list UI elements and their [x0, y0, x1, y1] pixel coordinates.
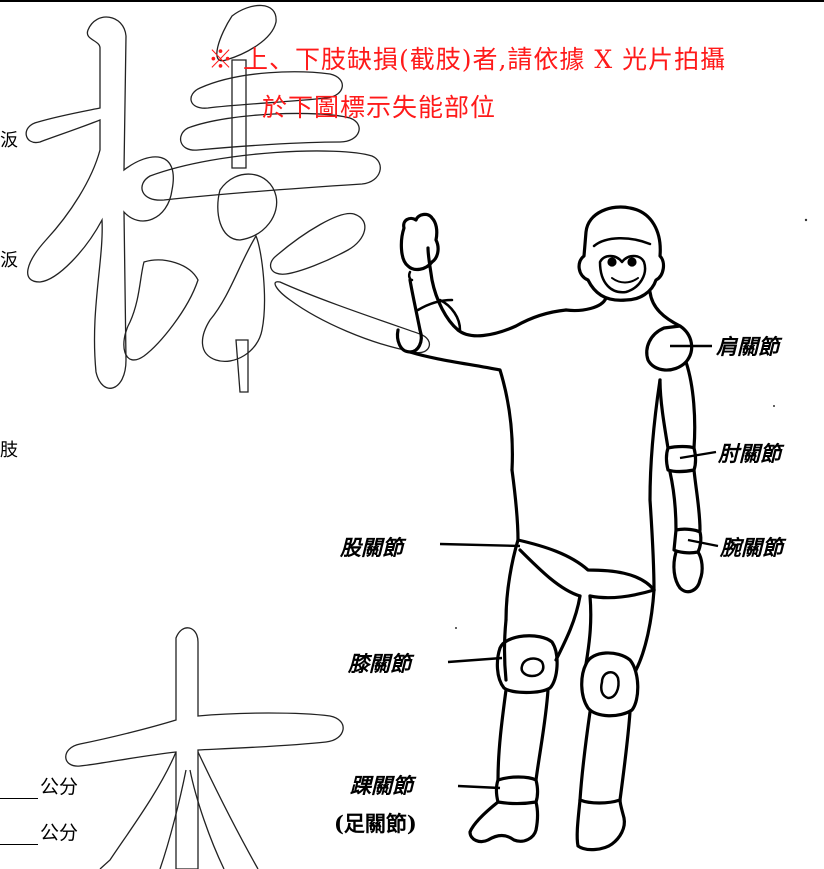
left-fragment-3: 肢 [0, 440, 18, 461]
measurement-row-2: 公分 [0, 818, 78, 845]
left-foot [468, 800, 540, 844]
raised-fist [399, 212, 440, 272]
label-ankle-joint: 踝關節 [350, 773, 413, 798]
instruction-note-line1: ※ 上、下肢缺損(截肢)者,請依據 X 光片拍攝 [208, 45, 727, 74]
wrist-leader [687, 538, 719, 548]
wrist-joint-ring [672, 527, 703, 555]
hanging-hand [672, 550, 704, 594]
label-knee-joint: 膝關節 [348, 651, 411, 676]
right-foot [575, 798, 626, 852]
shoulder-joint-circle [645, 324, 694, 372]
hip-leader [439, 542, 521, 548]
label-shoulder-joint: 肩關節 [716, 334, 779, 359]
measurement-unit-2: 公分 [40, 822, 79, 844]
elbow-leader [679, 450, 717, 460]
label-ankle-joint-alt: (足關節) [334, 811, 417, 836]
label-wrist-joint: 腕關節 [720, 535, 783, 560]
left-fragment-2: 汳 [0, 250, 18, 271]
top-rule [0, 0, 824, 2]
head-outline [577, 205, 666, 302]
right-knee-pad [580, 651, 640, 718]
measurement-input-2[interactable] [0, 826, 38, 845]
torso-right [648, 378, 662, 592]
knee-leader [447, 656, 503, 664]
label-elbow-joint: 肘關節 [718, 441, 781, 466]
measurement-input-1[interactable] [0, 780, 38, 799]
measurement-unit-1: 公分 [40, 776, 79, 798]
left-fragment-1: 汳 [0, 130, 18, 151]
left-ankle-ring [494, 775, 540, 806]
ankle-leader [457, 784, 501, 790]
instruction-note-line2: 於下圖標示失能部位 [262, 93, 497, 122]
left-knee-pad [495, 634, 559, 695]
raised-forearm [426, 246, 460, 332]
measurement-row-1: 公分 [0, 772, 78, 799]
label-hip-joint: 股關節 [340, 535, 403, 560]
